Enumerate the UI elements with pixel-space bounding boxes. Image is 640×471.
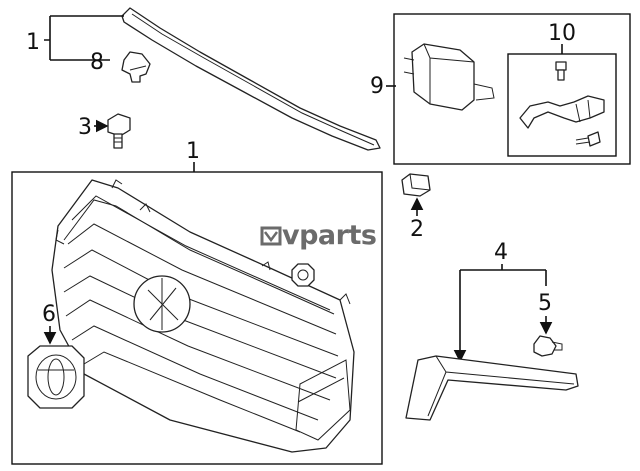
- sensor-box: [393, 13, 631, 165]
- callout-1: 1: [186, 139, 200, 172]
- callout-2-label: 2: [410, 217, 424, 242]
- callout-3: 3: [78, 115, 109, 140]
- radar-sensor-part-9: [403, 43, 495, 111]
- callout-5-label: 5: [538, 291, 552, 316]
- callout-3-label: 3: [78, 115, 92, 140]
- clip-part-8: [121, 51, 151, 83]
- grille-box: [11, 171, 383, 465]
- callout-10: 10: [548, 21, 576, 54]
- callout-1-label: 1: [186, 139, 200, 164]
- emblem-part-6: [27, 345, 85, 409]
- watermark-text: vparts: [282, 220, 376, 251]
- clip-part-2: [401, 173, 431, 197]
- callout-4-label: 4: [494, 240, 508, 265]
- vparts-watermark: vparts: [260, 220, 377, 251]
- callout-9: 9: [370, 74, 396, 99]
- callout-7: 1: [26, 15, 124, 61]
- radiator-grille-part: [51, 179, 355, 453]
- clip-part-5: [533, 335, 563, 357]
- upper-molding-part: [121, 7, 381, 151]
- bracket-part-10: [519, 61, 605, 147]
- callout-6: 6: [42, 302, 57, 345]
- screw-part-3: [107, 113, 131, 149]
- grommet-nut-part: [291, 263, 315, 287]
- callout-4: 4: [453, 240, 547, 363]
- callout-2: 2: [410, 197, 424, 242]
- callout-10-label: 10: [548, 21, 576, 46]
- side-molding-part-4: [405, 355, 579, 421]
- callout-6-label: 6: [42, 302, 56, 327]
- callout-7-label: 1: [26, 30, 40, 55]
- callout-5: 5: [538, 291, 553, 335]
- callout-8: 8: [90, 50, 104, 75]
- callout-9-label: 9: [370, 74, 384, 99]
- callout-8-label: 8: [90, 50, 104, 75]
